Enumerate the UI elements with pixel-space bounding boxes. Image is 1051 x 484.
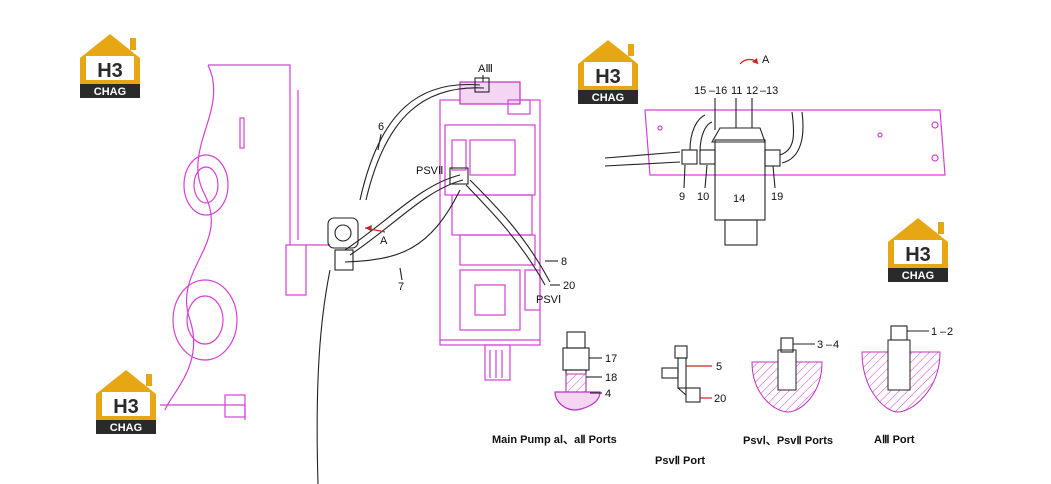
- label-2: 2: [947, 326, 953, 338]
- label-11: 11: [731, 85, 742, 97]
- logo-mark-text: H3: [97, 60, 123, 82]
- label-4b: 4: [833, 339, 839, 351]
- brand-logo-2: H3 CHAG: [578, 40, 638, 104]
- brand-logo-3: H3 CHAG: [888, 218, 948, 282]
- detail-a: [604, 58, 946, 246]
- label-8: 8: [561, 256, 567, 268]
- label-15: 15: [694, 85, 706, 97]
- label-5: 5: [716, 361, 722, 373]
- svg-text:–: –: [709, 85, 716, 97]
- label-13: 13: [766, 85, 778, 97]
- label-17: 17: [605, 353, 617, 365]
- logo-mark-text: H3: [595, 66, 621, 88]
- label-1: 1: [931, 326, 937, 338]
- label-14: 14: [733, 193, 745, 205]
- psv-ports-detail: 3 – 4: [751, 337, 839, 413]
- captions: Main Pump aⅠ、aⅡ Ports PsvⅡ Port PsvⅠ、Psv…: [492, 434, 915, 467]
- label-psv2: PSVⅡ: [416, 165, 443, 177]
- label-9: 9: [679, 191, 685, 203]
- logo-brand-text: CHAG: [94, 86, 126, 98]
- logo-brand-text: CHAG: [902, 270, 934, 282]
- label-10: 10: [697, 191, 709, 203]
- logo-brand-text: CHAG: [110, 422, 142, 434]
- label-18: 18: [605, 372, 617, 384]
- label-20: 20: [563, 280, 575, 292]
- label-psv1: PSVⅠ: [536, 294, 561, 306]
- logo-mark-text: H3: [905, 244, 931, 266]
- a3-port-detail: 1 – 2: [861, 325, 953, 413]
- brand-logo-1: H3 CHAG: [80, 34, 140, 98]
- label-20b: 20: [714, 393, 726, 405]
- caption-psv2-port: PsvⅡ Port: [655, 455, 705, 467]
- label-12: 12: [746, 85, 758, 97]
- main-pump: [439, 81, 541, 381]
- label-a-left: A: [380, 235, 388, 247]
- svg-text:–: –: [940, 326, 947, 338]
- main-labels: AⅢ 6 PSVⅡ A 8 20 PSVⅠ 7: [377, 63, 575, 306]
- label-6: 6: [378, 121, 384, 133]
- frame-outline: [160, 64, 330, 420]
- detail-a-title: A: [762, 54, 770, 66]
- hose-lines: [316, 77, 551, 484]
- caption-psv12-ports: PsvⅠ、PsvⅡ Ports: [743, 435, 833, 447]
- label-4: 4: [605, 388, 611, 400]
- caption-a3-port: AⅢ Port: [874, 434, 915, 446]
- label-19: 19: [771, 191, 783, 203]
- main-pump-port-detail: 17 18 4: [554, 331, 617, 411]
- label-3: 3: [817, 339, 823, 351]
- detail-a-labels: A 15 – 16 11 12 – 13 9 10 14 19: [679, 54, 783, 205]
- label-16: 16: [715, 85, 727, 97]
- caption-main-pump-ports: Main Pump aⅠ、aⅡ Ports: [492, 434, 617, 446]
- logo-mark-text: H3: [113, 396, 139, 418]
- svg-text:–: –: [826, 339, 833, 351]
- label-a3: AⅢ: [478, 63, 493, 75]
- svg-text:–: –: [760, 85, 767, 97]
- label-7: 7: [398, 281, 404, 293]
- brand-logo-4: H3 CHAG: [96, 370, 156, 434]
- psv2-port-detail: 5 20: [661, 345, 726, 405]
- logo-brand-text: CHAG: [592, 92, 624, 104]
